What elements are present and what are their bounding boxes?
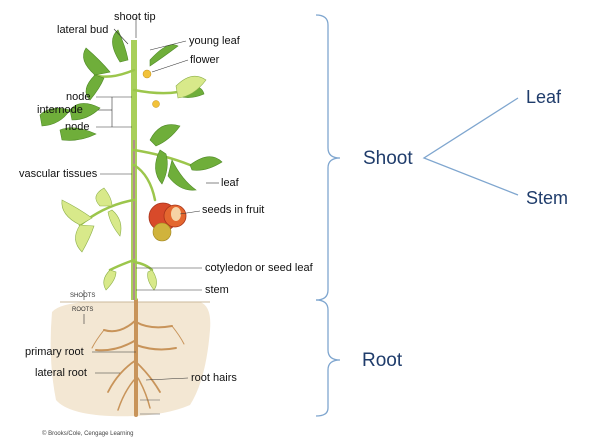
category-leaf: Leaf [526,87,562,107]
label-node-lower: node [65,121,90,133]
tomato-fruits [148,202,187,242]
flowers [142,69,160,108]
leader-lines [83,17,219,381]
category-root: Root [362,350,403,371]
label-leaf: leaf [221,177,239,189]
label-lateral-root: lateral root [35,367,87,379]
label-shoots-marker: SHOOTS [70,293,96,299]
label-primary-root: primary root [25,346,84,358]
label-internode: internode [37,104,83,116]
label-vascular-tissues: vascular tissues [19,168,98,180]
category-stem: Stem [526,188,569,208]
root-system [91,298,185,417]
label-node-upper: node [66,91,91,103]
label-stem: stem [205,284,229,296]
leaf-stem-branch [422,97,519,196]
label-shoot-tip: shoot tip [114,11,156,23]
branches [78,68,192,272]
label-young-leaf: young leaf [189,35,240,47]
category-shoot: Shoot [363,148,413,169]
light-leaves [61,75,207,291]
label-root-hairs: root hairs [191,372,237,384]
label-seeds-in-fruit: seeds in fruit [202,204,265,216]
label-lateral-bud: lateral bud [57,24,109,36]
image-credit: © Brooks/Cole, Cengage Learning [42,431,134,437]
root-brace [315,299,341,417]
shoot-brace [315,14,341,301]
soil-area [50,302,211,417]
label-flower: flower [190,54,220,66]
label-cotyledon: cotyledon or seed leaf [205,262,313,274]
label-roots-marker: ROOTS [72,307,94,313]
leaves [39,29,223,191]
